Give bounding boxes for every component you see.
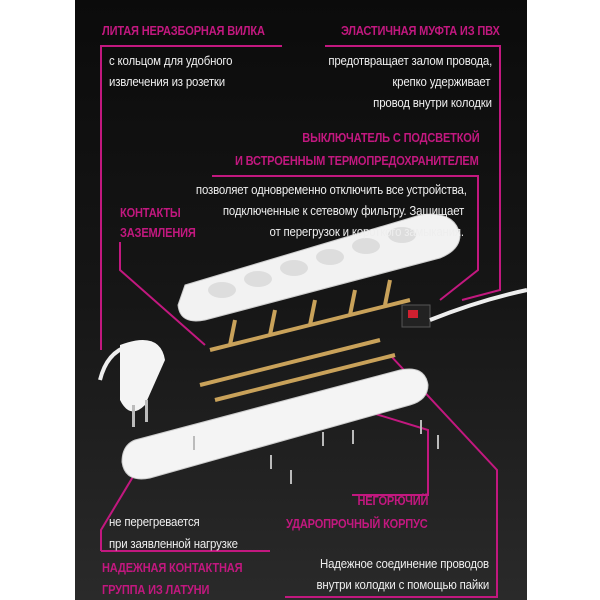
screws: [193, 420, 439, 484]
background-panel: [75, 0, 527, 600]
solder-desc-1: Надежное соединение проводов: [320, 556, 489, 571]
sleeve-desc-1: предотвращает залом провода,: [328, 53, 492, 68]
switch-block: [401, 304, 431, 328]
brass-contacts: [199, 279, 411, 402]
sleeve-title: ЭЛАСТИЧНАЯ МУФТА ИЗ ПВХ: [341, 23, 500, 38]
solder-desc-2: внутри колодки с помощью пайки: [316, 577, 489, 592]
housing-title-2: УДАРОПРОЧНЫЙ КОРПУС: [286, 516, 428, 531]
power-strip-bottom: [121, 368, 429, 480]
housing-title-1: НЕГОРЮЧИЙ: [357, 493, 428, 508]
power-strip-top: [177, 213, 461, 322]
ground-title-1: КОНТАКТЫ: [120, 205, 181, 220]
cable: [429, 288, 528, 322]
plug-desc-2: извлечения из розетки: [109, 74, 225, 89]
plug-title: ЛИТАЯ НЕРАЗБОРНАЯ ВИЛКА: [102, 23, 265, 38]
plug: [98, 340, 165, 427]
switch-desc-3: от перегрузок и короткого замыкания.: [269, 224, 465, 239]
callout-lines: [100, 45, 501, 598]
plug-desc-1: с кольцом для удобного: [109, 53, 233, 68]
brass-title-1: НАДЕЖНАЯ КОНТАКТНАЯ: [102, 560, 243, 575]
sleeve-desc-2: крепко удерживает: [392, 74, 490, 89]
switch-title-1: ВЫКЛЮЧАТЕЛЬ С ПОДСВЕТКОЙ: [301, 130, 479, 145]
brass-desc-1: не перегревается: [109, 514, 200, 529]
switch-title-2: И ВСТРОЕННЫМ ТЕРМОПРЕДОХРАНИТЕЛЕМ: [235, 153, 479, 168]
switch-desc-2: подключенные к сетевому фильтру. Защищае…: [222, 203, 464, 218]
switch-desc-1: позволяет одновременно отключить все уст…: [196, 182, 467, 197]
sleeve-desc-3: провод внутри колодки: [373, 95, 492, 110]
ground-title-2: ЗАЗЕМЛЕНИЯ: [120, 225, 196, 240]
brass-title-2: ГРУППА ИЗ ЛАТУНИ: [102, 582, 210, 597]
brass-desc-2: при заявленной нагрузке: [109, 536, 238, 551]
